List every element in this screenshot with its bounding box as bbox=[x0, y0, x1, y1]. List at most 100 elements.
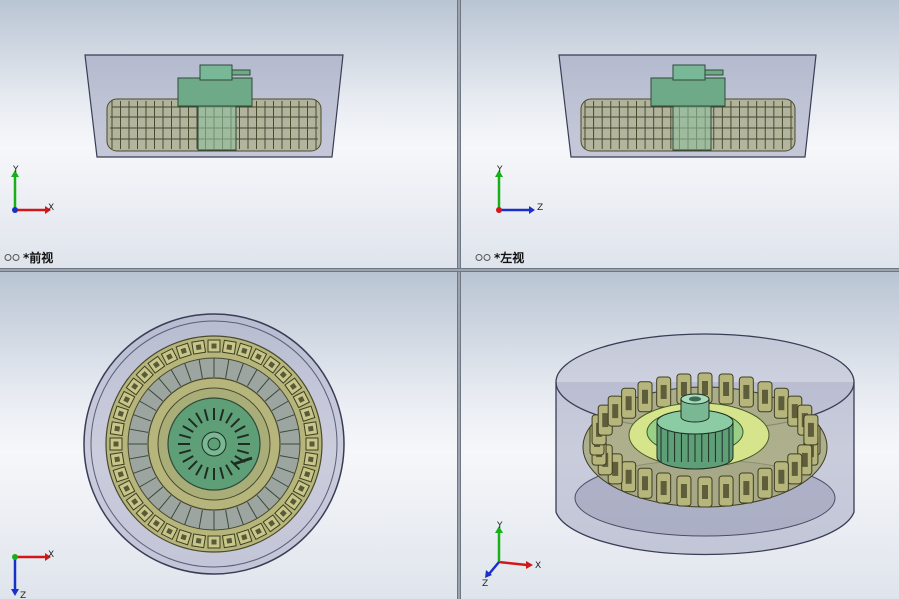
spoke bbox=[256, 377, 270, 393]
spoke bbox=[129, 455, 149, 460]
core-tooth bbox=[225, 464, 233, 476]
coil-slot bbox=[117, 410, 124, 417]
front-view-model bbox=[84, 54, 344, 158]
coil-slot bbox=[807, 422, 814, 437]
coil-slot bbox=[141, 371, 149, 379]
coil-slot bbox=[279, 371, 287, 379]
spoke bbox=[256, 495, 270, 511]
axis-label-h: X bbox=[48, 550, 54, 560]
coil-slot bbox=[166, 353, 173, 361]
coil-slot bbox=[702, 381, 708, 395]
core-tooth bbox=[203, 466, 209, 480]
top-view-model bbox=[83, 313, 345, 575]
shaft-front bbox=[197, 105, 237, 151]
spoke bbox=[170, 369, 181, 387]
viewport-top[interactable]: X Z bbox=[0, 272, 457, 599]
spoke bbox=[147, 388, 163, 402]
coil-slot bbox=[241, 347, 248, 354]
core-front bbox=[177, 77, 253, 107]
coil-slot bbox=[660, 384, 667, 399]
coil-slot bbox=[114, 456, 121, 463]
coil-slot bbox=[195, 344, 202, 351]
shaft-left bbox=[672, 105, 712, 151]
viewport-left[interactable]: Z Y *左视 bbox=[461, 0, 899, 268]
coordinate-triad-icon: X Z bbox=[11, 550, 54, 599]
coil-slot bbox=[791, 461, 798, 476]
viewport-splitter-horizontal[interactable] bbox=[0, 268, 899, 272]
core-tooth bbox=[219, 408, 225, 422]
coil-slot bbox=[180, 347, 187, 354]
coil-slot bbox=[612, 461, 619, 476]
view-label-front[interactable]: *前视 bbox=[4, 249, 53, 266]
spoke bbox=[236, 363, 244, 382]
isometric-view-model bbox=[555, 333, 855, 556]
spoke bbox=[170, 501, 181, 519]
core-tooth bbox=[187, 417, 198, 428]
spoke bbox=[133, 466, 152, 474]
viewport-front[interactable]: X Y *前视 bbox=[0, 0, 457, 268]
coil-slot bbox=[131, 498, 139, 506]
coil-slot bbox=[268, 519, 276, 527]
glasses-icon bbox=[4, 254, 20, 261]
core-tooth bbox=[219, 466, 225, 480]
axis-label-v: Y bbox=[496, 165, 503, 175]
coil-slot bbox=[723, 381, 730, 396]
spoke bbox=[184, 363, 192, 382]
coil-slot bbox=[762, 389, 769, 404]
core-tooth bbox=[203, 408, 209, 422]
coil-slot bbox=[114, 425, 121, 432]
coil-slot bbox=[152, 519, 160, 527]
coil-slot bbox=[660, 481, 667, 496]
core-tooth bbox=[187, 460, 198, 471]
spoke bbox=[225, 509, 230, 529]
core-teeth-top bbox=[178, 408, 250, 480]
coil-slot bbox=[743, 481, 750, 496]
coil-slot bbox=[702, 485, 708, 499]
hub-left bbox=[672, 64, 706, 81]
coil-slot bbox=[123, 396, 131, 403]
left-view-model bbox=[558, 54, 817, 158]
coil-slot bbox=[226, 344, 233, 351]
core-tooth bbox=[182, 425, 194, 433]
spoke bbox=[139, 477, 157, 488]
spoke bbox=[133, 414, 152, 422]
coordinate-triad-icon: X Y Z bbox=[482, 521, 541, 589]
coil-slot bbox=[778, 396, 785, 411]
coil-slot bbox=[304, 471, 311, 478]
shaft-hole-top bbox=[207, 437, 221, 451]
viewport-splitter-vertical[interactable] bbox=[457, 0, 461, 599]
core-tooth bbox=[236, 449, 250, 455]
shaft-hole-iso bbox=[689, 396, 701, 402]
coil-slot bbox=[268, 361, 276, 369]
coil-slot bbox=[226, 537, 233, 544]
coil-slot bbox=[141, 509, 149, 517]
core-tooth bbox=[178, 433, 192, 439]
coil-slot bbox=[625, 396, 632, 411]
spoke bbox=[184, 506, 192, 525]
coil-slot bbox=[762, 476, 769, 491]
view-label-left[interactable]: *左视 bbox=[475, 249, 524, 266]
coil-slot bbox=[180, 534, 187, 541]
core-tooth bbox=[195, 412, 203, 424]
spoke bbox=[225, 359, 230, 379]
spoke bbox=[158, 495, 172, 511]
spoke bbox=[265, 486, 281, 500]
coil-slot bbox=[279, 509, 287, 517]
terminal-top bbox=[233, 456, 253, 466]
spoke bbox=[198, 359, 203, 379]
spoke bbox=[276, 414, 295, 422]
viewport-isometric[interactable]: X Y Z bbox=[461, 272, 899, 599]
coil-slot bbox=[778, 469, 785, 484]
coil-slot bbox=[255, 527, 262, 535]
core-tooth bbox=[195, 464, 203, 476]
core-tooth bbox=[234, 425, 246, 433]
housing-top-inner bbox=[90, 320, 338, 568]
coil-slot bbox=[801, 452, 808, 467]
spoke bbox=[247, 501, 258, 519]
coil-slot bbox=[211, 343, 217, 349]
coil-slot bbox=[289, 382, 297, 390]
core-tooth bbox=[178, 449, 192, 455]
coil-slot bbox=[791, 404, 798, 419]
coil-slot bbox=[195, 537, 202, 544]
